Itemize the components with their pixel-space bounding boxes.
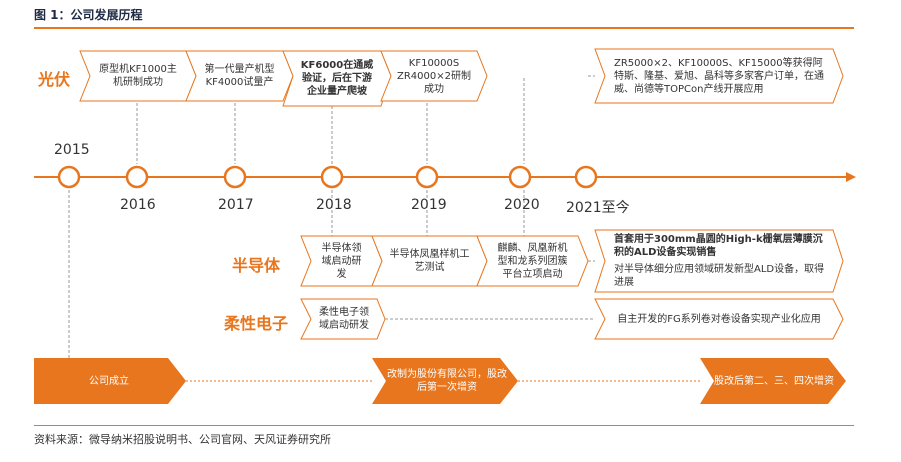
pv-event-2019: KF10000S ZR4000×2研制成功 (397, 57, 471, 95)
flex-event-2018: 柔性电子领域启动研发 (319, 307, 369, 331)
corporate-event-founded: 公司成立 (89, 375, 129, 387)
semi-event-2019: 半导体凤凰样机工艺测试 (389, 249, 470, 273)
year-2015: 2015 (54, 142, 90, 158)
year-2021-present: 2021至今 (566, 200, 630, 216)
year-2017: 2017 (218, 197, 254, 213)
figure-title: 图 1：公司发展历程 (34, 8, 143, 22)
pv-event-2018: KF6000在通威验证，后在下游企业量产爬坡 (300, 60, 374, 97)
semi-event-2021-sale: 首套用于300mm晶圆的High-k栅氧层薄膜沉积的ALD设备实现销售 (614, 234, 823, 258)
category-pv: 光伏 (38, 70, 71, 89)
category-flexible-electronics: 柔性电子 (224, 314, 289, 333)
corporate-event-capital-increase: 股改后第二、三、四次增资 (714, 375, 834, 387)
year-2018: 2018 (316, 197, 352, 213)
semi-event-2021-rd: 对半导体细分应用领域研发新型ALD设备，取得进展 (614, 263, 825, 288)
source-divider (34, 425, 854, 426)
category-semiconductor: 半导体 (232, 256, 281, 275)
year-2020: 2020 (504, 197, 540, 213)
pv-event-2017: 第一代量产机型KF4000试量产 (204, 64, 275, 88)
figure-source: 资料来源：微导纳米招股说明书、公司官网、天风证券研究所 (34, 433, 331, 446)
semi-event-2018: 半导体领域启动研发 (321, 242, 362, 280)
flex-event-2021: 自主开发的FG系列卷对卷设备实现产业化应用 (617, 313, 821, 325)
pv-event-2016: 原型机KF1000主机研制成功 (99, 64, 177, 88)
semi-event-2020: 麒麟、凤凰新机型和龙系列团簇平台立项启动 (497, 242, 568, 280)
corporate-event-restructure: 改制为股份有限公司，股改后第一次增资 (387, 369, 507, 393)
pv-event-2021: ZR5000×2、KF10000S、KF15000等获得阿特斯、隆基、爱旭、晶科… (614, 57, 824, 95)
year-2016: 2016 (120, 197, 156, 213)
title-divider (34, 27, 854, 29)
year-2019: 2019 (411, 197, 447, 213)
